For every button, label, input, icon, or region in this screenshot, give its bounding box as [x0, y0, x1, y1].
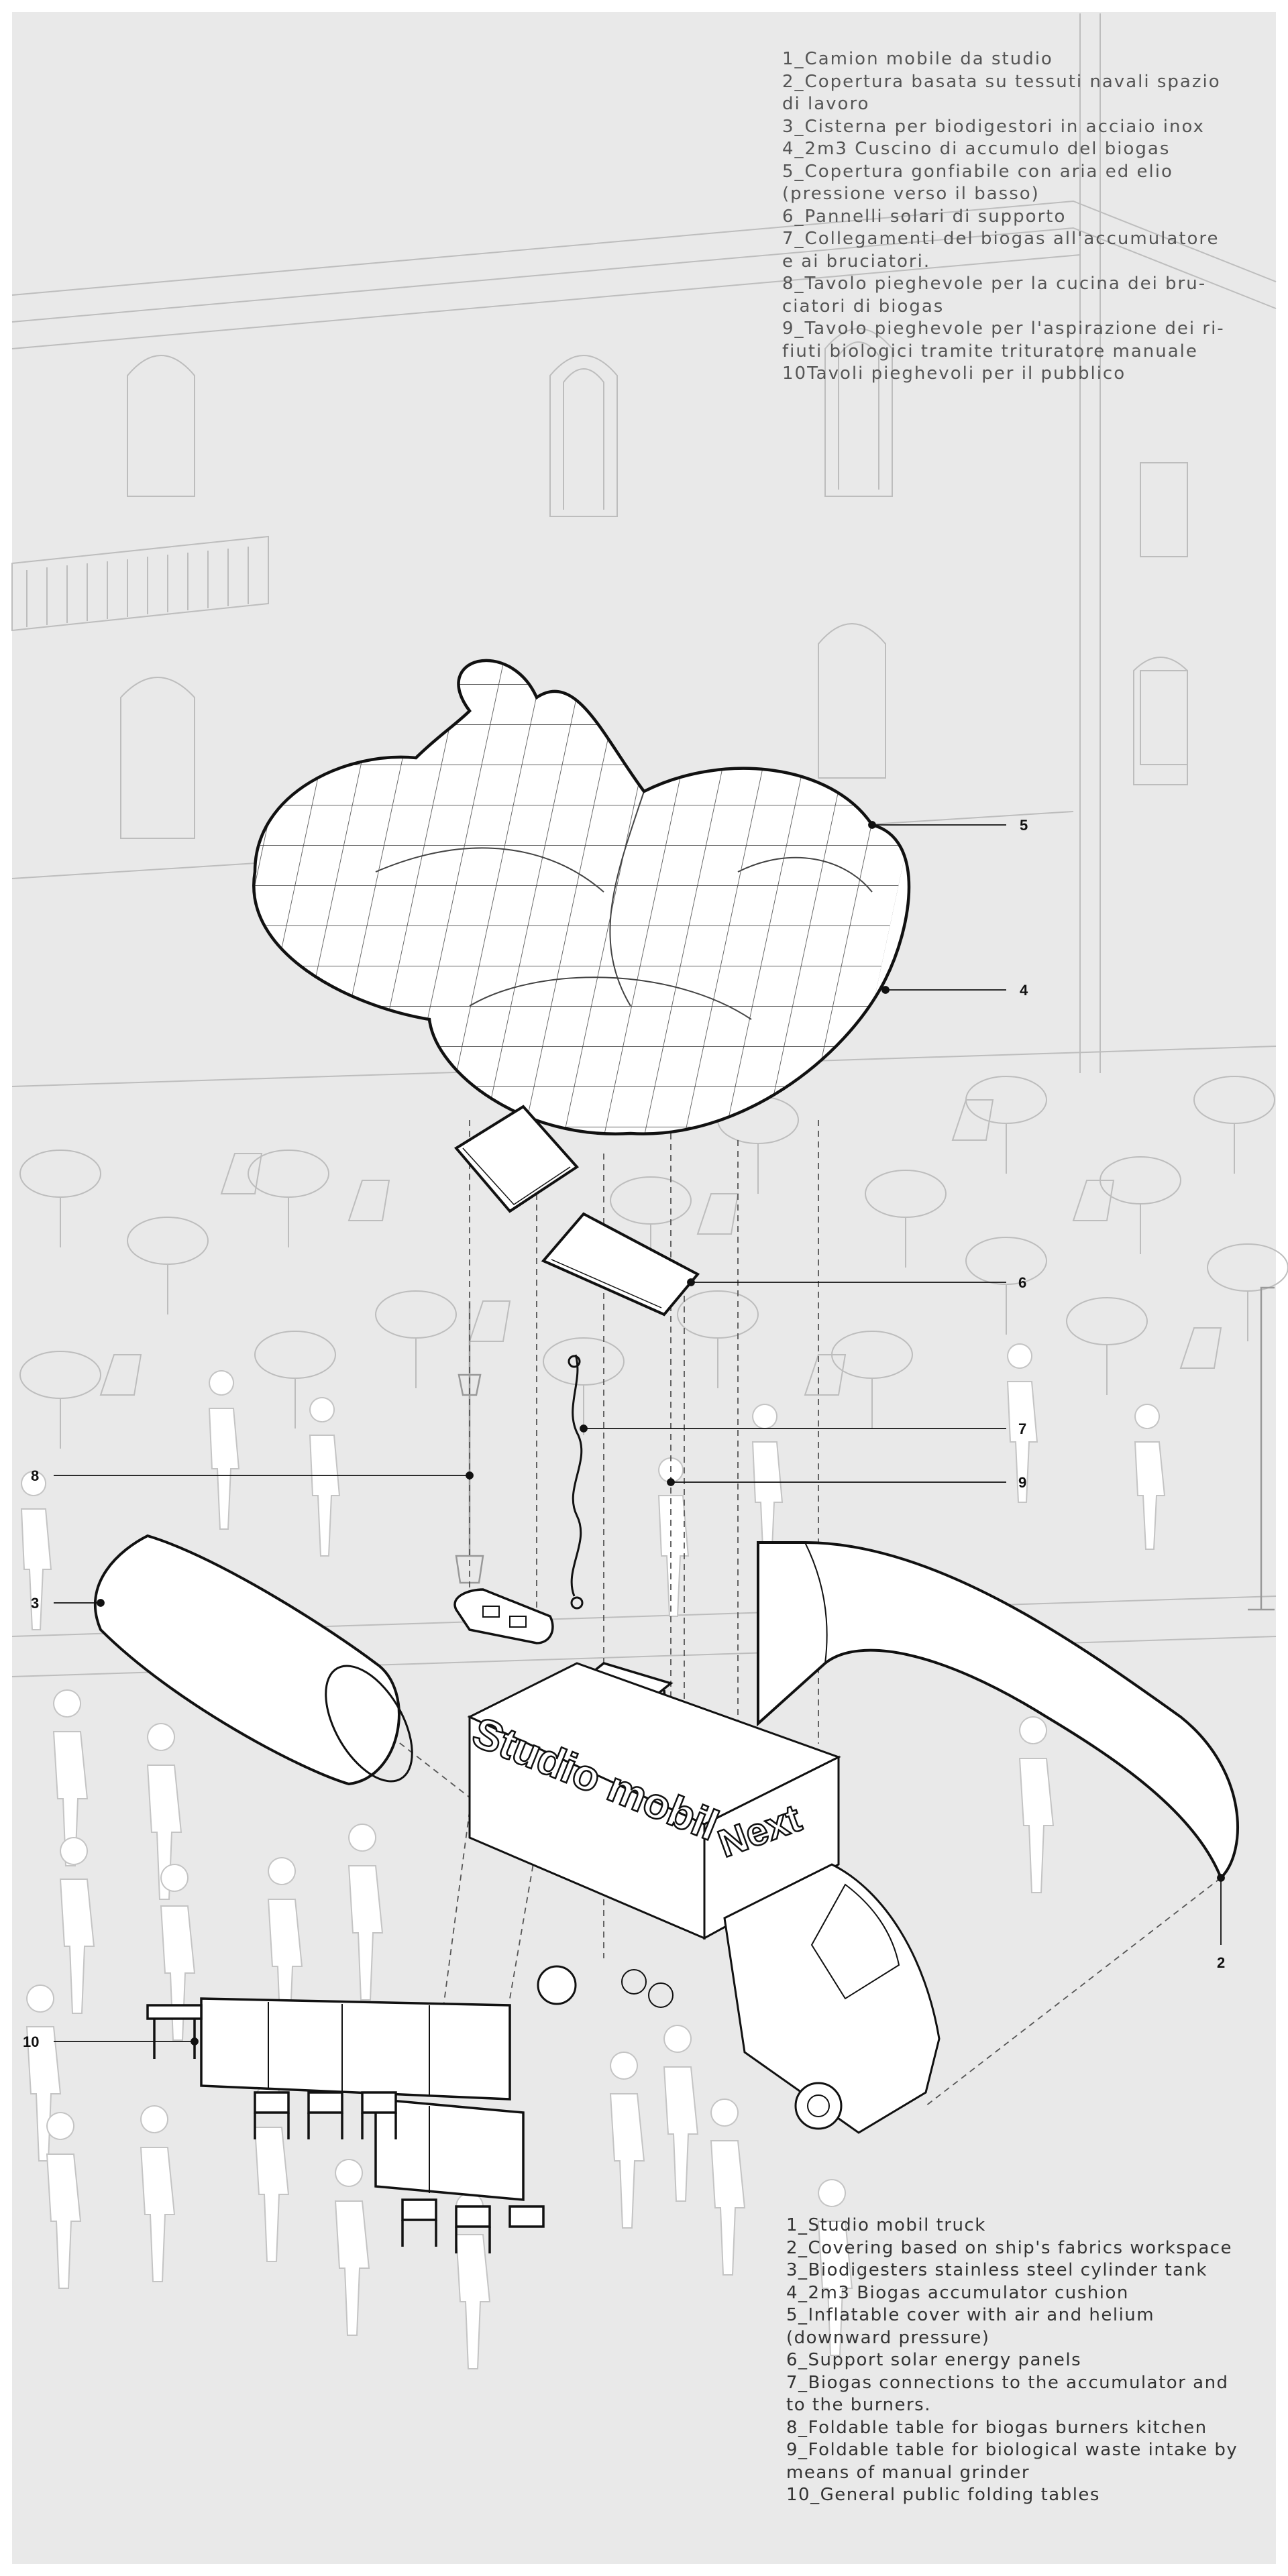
legend-it-line: ciatori di biogas [782, 296, 945, 317]
solar-panels [453, 1105, 700, 1317]
legend-en-line: 10_General public folding tables [786, 2485, 1100, 2505]
legend-it-line: fiuti biologici tramite trituratore manu… [782, 341, 1198, 361]
street-lamps [455, 1286, 1275, 1611]
callout-4: 4 [1020, 982, 1028, 999]
leader-lines [54, 821, 1225, 2046]
building-facade [11, 13, 1277, 1087]
callout-numbers: 5 4 6 7 9 8 3 10 2 [23, 817, 1225, 2050]
legend-it-line: 5_Copertura gonfiabile con aria ed elio [782, 161, 1173, 182]
callout-2: 2 [1217, 1954, 1225, 1971]
truck-cab [723, 1863, 941, 2134]
legend-en-line: 4_2m3 Biogas accumulator cushion [786, 2282, 1129, 2303]
solar-panel-2 [541, 1212, 700, 1317]
callout-7: 7 [1018, 1420, 1026, 1437]
legend-en-line: to the burners. [786, 2395, 931, 2415]
callout-6: 6 [1018, 1274, 1026, 1291]
legend-it-line: e ai bruciatori. [782, 251, 931, 272]
legend-en-line: 1_Studio mobil truck [786, 2215, 986, 2235]
legend-en-line: 5_Inflatable cover with air and helium [786, 2305, 1155, 2325]
legend-en-line: means of manual grinder [786, 2462, 1030, 2483]
balcony [11, 535, 269, 632]
window-2 [824, 328, 893, 497]
legend-it-line: 10Tavoli pieghevoli per il pubblico [782, 363, 1126, 384]
legend-english: 1_Studio mobil truck 2_Covering based on… [786, 2215, 1238, 2507]
callout-10: 10 [23, 2033, 39, 2050]
window-3 [120, 677, 195, 839]
legend-it-line: (pressione verso il basso) [782, 184, 1040, 204]
legend-it-line: 2_Copertura basata su tessuti navali spa… [782, 71, 1221, 92]
truck-box-front [703, 1755, 840, 1940]
truck-wheel-front [794, 2082, 843, 2130]
cylinder-tank [93, 1534, 413, 1786]
people-silhouettes [20, 1343, 1166, 2369]
legend-it-line: 8_Tavolo pieghevole per la cucina dei br… [782, 274, 1207, 294]
legend-it-line: 7_Collegamenti del biogas all'accumulato… [782, 229, 1220, 249]
legend-it-line: 9_Tavolo pieghevole per l'aspirazione de… [782, 319, 1225, 339]
legend-en-line: 7_Biogas connections to the accumulator … [786, 2372, 1229, 2393]
legend-it-line: 1_Camion mobile da studio [782, 49, 1053, 69]
legend-en-line: (downward pressure) [786, 2327, 990, 2348]
callout-9: 9 [1018, 1474, 1026, 1491]
legend-it-line: 3_Cisterna per biodigestori in acciaio i… [782, 116, 1205, 137]
window-4 [818, 623, 886, 779]
window-1 [549, 355, 618, 517]
legend-en-line: 9_Foldable table for biological waste in… [786, 2440, 1238, 2460]
public-folding-tables [146, 1997, 545, 2253]
biogas-hose [568, 1354, 584, 1610]
legend-italian: 1_Camion mobile da studio 2_Copertura ba… [782, 48, 1225, 386]
legend-it-line: 4_2m3 Cuscino di accumulo del biogas [782, 139, 1171, 159]
solar-panel-1 [453, 1105, 580, 1213]
callout-3: 3 [31, 1595, 39, 1612]
legend-en-line: 3_Biodigesters stainless steel cylinder … [786, 2260, 1208, 2280]
legend-en-line: 6_Support solar energy panels [786, 2350, 1082, 2370]
studio-truck: Studio mobil Next [466, 1662, 941, 2134]
callout-8: 8 [31, 1467, 39, 1484]
truck-wheel-rear [537, 1965, 577, 2005]
legend-it-line: 6_Pannelli solari di supporto [782, 206, 1067, 227]
window-6 [127, 355, 195, 497]
legend-it-line: di lavoro [782, 94, 870, 114]
legend-en-line: 2_Covering based on ship's fabrics works… [786, 2237, 1233, 2258]
legend-en-line: 8_Foldable table for biogas burners kitc… [786, 2417, 1208, 2438]
burner-table [453, 1588, 554, 1644]
callout-5: 5 [1020, 817, 1028, 834]
